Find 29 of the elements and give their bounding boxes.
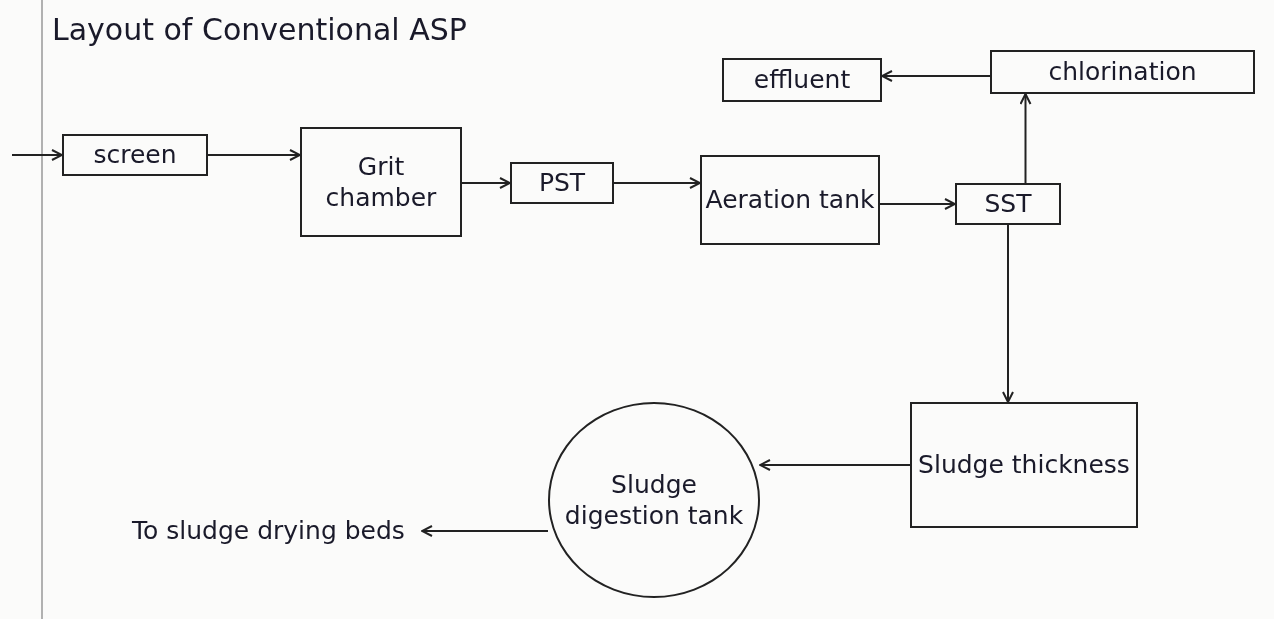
process-box: [955, 183, 1061, 225]
node-label: Aeration tank: [705, 184, 875, 216]
node-label: effluent: [753, 64, 851, 96]
process-box: [62, 134, 208, 176]
arrow: [881, 70, 991, 82]
arrow: [11, 149, 63, 161]
node-label: Grit chamber: [324, 150, 438, 214]
node-label: chlorination: [1048, 56, 1197, 88]
node-label: screen: [93, 139, 177, 171]
arrow: [1002, 224, 1014, 403]
bare-text: To sludge drying beds: [132, 515, 405, 547]
process-box: [722, 58, 882, 102]
process-box: [700, 155, 880, 245]
arrow: [461, 177, 511, 189]
node-label: Sludge thickness: [918, 449, 1130, 481]
node-label: Sludge digestion tank: [563, 468, 745, 532]
arrow: [613, 177, 701, 189]
node-label: PST: [538, 167, 586, 199]
process-box: [990, 50, 1255, 94]
arrow: [1019, 93, 1032, 184]
node-label: SST: [984, 188, 1032, 220]
process-box: [910, 402, 1138, 528]
arrow: [879, 198, 956, 210]
process-box: [300, 127, 462, 237]
title: Layout of Conventional ASP: [52, 12, 467, 47]
process-box: [510, 162, 614, 204]
arrow: [207, 149, 301, 161]
arrow: [421, 525, 549, 537]
arrow: [759, 459, 911, 471]
